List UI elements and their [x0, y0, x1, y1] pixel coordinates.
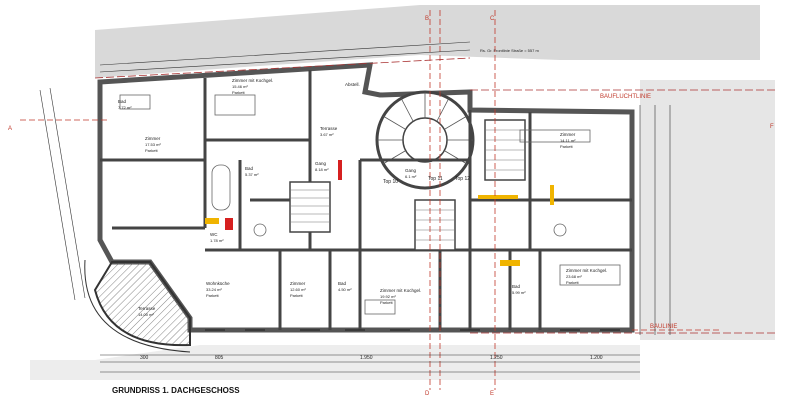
room-name: Terrasse: [320, 126, 338, 131]
property-lines: [94, 57, 775, 334]
dimension-label: 1.250: [490, 355, 503, 361]
room-name: Gang: [315, 161, 327, 166]
bottom-dimensions: 300 805 1.950 1.250 1.200: [140, 355, 603, 361]
room-name: Zimmer: [145, 136, 161, 141]
room-area: 15.46 m²: [232, 84, 248, 89]
section-mark: A: [8, 126, 12, 132]
section-mark: B: [425, 16, 429, 22]
interior-walls: [100, 70, 632, 330]
top-note: Rs. Gr. Frontlinie Straße = 557 m: [480, 48, 539, 53]
room-floor: Parkett: [380, 300, 394, 305]
room-name: Bad: [512, 284, 521, 289]
baulinie-label: BAULINIE: [650, 324, 677, 330]
room-name: Zimmer mit Kochgel.: [380, 288, 421, 293]
section-markers: A B C D E F: [8, 16, 774, 397]
room-name: Bad: [118, 99, 127, 104]
room-name: Zimmer mit Kochgel.: [566, 268, 607, 273]
room-area: 4.50 m²: [338, 287, 352, 292]
spiral-staircase: [375, 90, 475, 190]
fire-walls-accent: [205, 160, 554, 266]
room-area: 19.92 m²: [380, 294, 396, 299]
room-floor: Parkett: [566, 280, 580, 285]
baufluchtlinie-label: BAUFLUCHTLINIE: [600, 94, 651, 100]
room-area: 5.99 m²: [512, 290, 526, 295]
dimension-label: 300: [140, 355, 149, 361]
room-area: 14.11 m²: [560, 138, 576, 143]
room-labels: Bad 7.72 m² Zimmer mit Kochgel. 15.46 m²…: [118, 78, 607, 317]
room-name: Zimmer: [290, 281, 306, 286]
room-name: Bad: [338, 281, 347, 286]
room-area: 23.68 m²: [566, 274, 582, 279]
section-mark: F: [770, 124, 774, 130]
room-area: 6.1 m²: [405, 174, 417, 179]
room-floor: Parkett: [290, 293, 304, 298]
section-mark: D: [425, 391, 430, 397]
unit-label: Top 12: [455, 176, 470, 182]
dimension-label: 805: [215, 355, 224, 361]
dimension-label: 1.200: [590, 355, 603, 361]
room-area: 8.18 m²: [315, 167, 329, 172]
room-name: Wohnküche: [206, 281, 230, 286]
furniture: [119, 94, 621, 315]
dimension-lines: [39, 41, 671, 373]
room-name: Abstell.: [345, 82, 360, 87]
room-area: 17.53 m²: [145, 142, 161, 147]
room-floor: Parkett: [560, 144, 574, 149]
section-mark: C: [490, 16, 495, 22]
dimension-label: 1.950: [360, 355, 373, 361]
room-area: 33.24 m²: [206, 287, 222, 292]
plan-title: GRUNDRISS 1. DACHGESCHOSS: [112, 386, 240, 395]
room-area: 14.00 m²: [138, 312, 154, 317]
unit-label: Top 11: [428, 176, 443, 182]
neighbour-parcels: [30, 5, 775, 380]
room-name: Zimmer mit Kochgel.: [232, 78, 273, 83]
room-floor: Parkett: [206, 293, 220, 298]
unit-label: Top 10: [383, 179, 398, 185]
room-floor: Parkett: [145, 148, 159, 153]
room-floor: Parkett: [232, 90, 246, 95]
room-area: 1.78 m²: [210, 238, 224, 243]
room-name: Terrasse: [138, 306, 156, 311]
room-area: 5.37 m²: [245, 172, 259, 177]
room-name: WC: [210, 232, 218, 237]
terrace-corner: [84, 259, 191, 353]
room-area: 7.72 m²: [118, 105, 132, 110]
room-name: Bad: [245, 166, 254, 171]
room-name: Zimmer: [560, 132, 576, 137]
room-area: 12.60 m²: [290, 287, 306, 292]
room-area: 3.67 m²: [320, 132, 334, 137]
section-mark: E: [490, 391, 494, 397]
section-lines: [20, 10, 720, 390]
room-name: Gang: [405, 168, 417, 173]
